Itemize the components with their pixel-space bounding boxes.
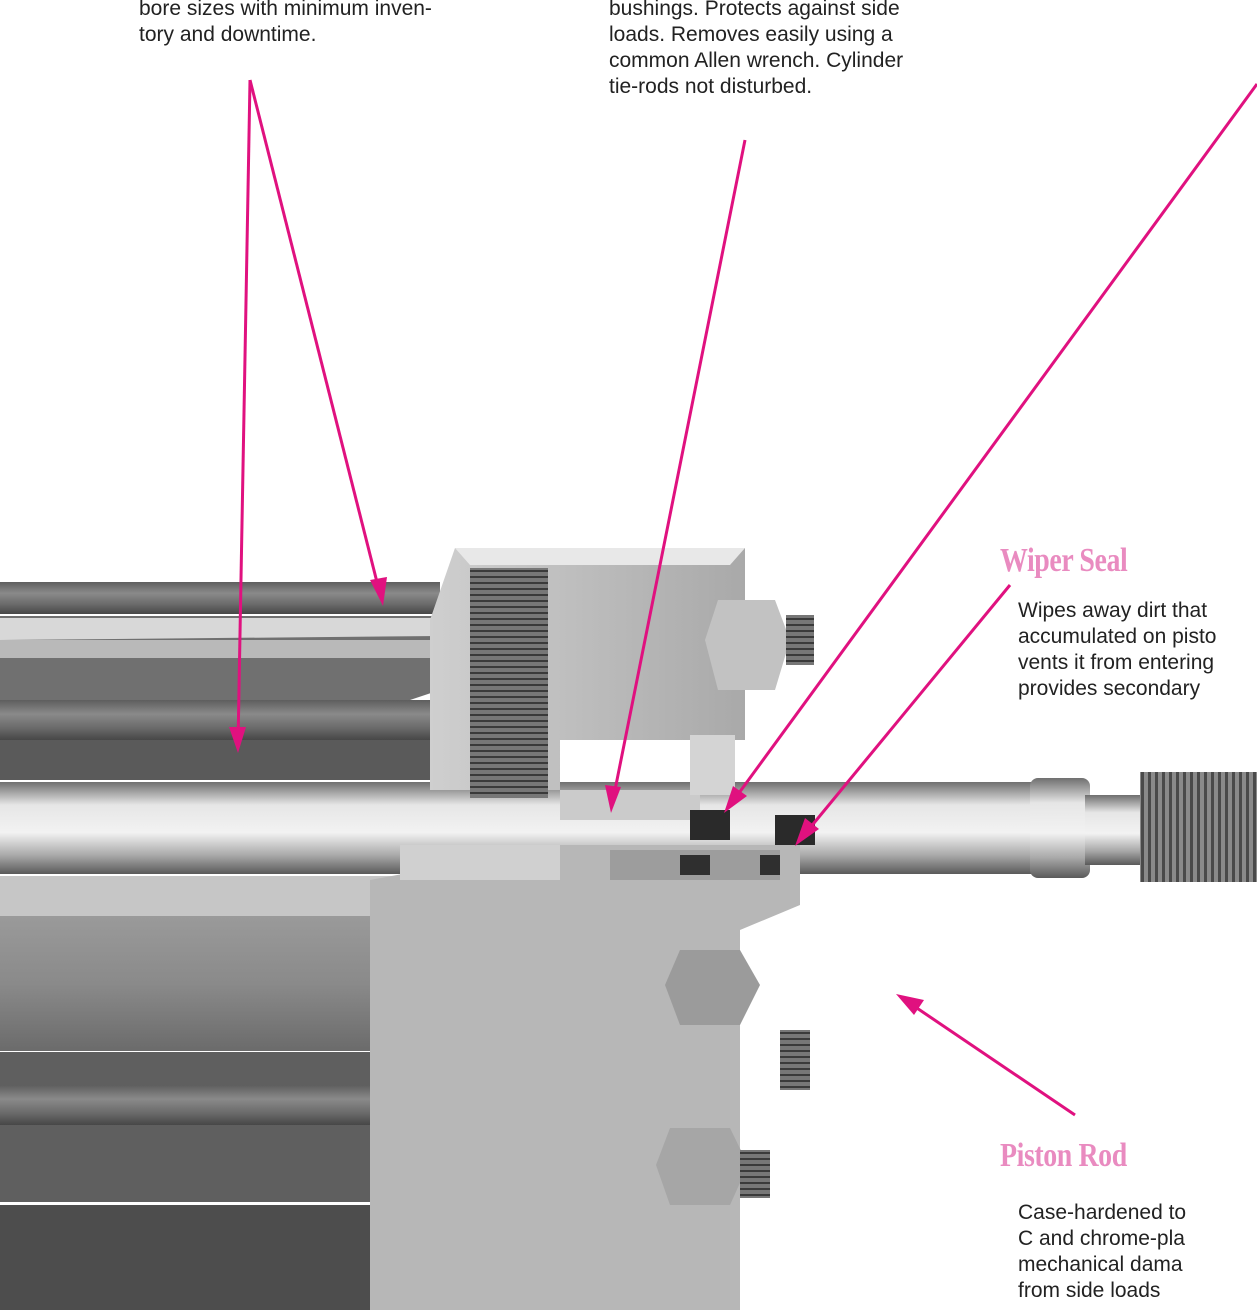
bushing-description-line-2: loads. Removes easily using a [609, 23, 893, 46]
piston-rod-line-1: Case-hardened to [1018, 1201, 1187, 1224]
bushing-description-line-1: bushings. Protects against side [609, 0, 900, 20]
wiper-seal-line-4: provides secondary [1018, 677, 1201, 700]
bushing-description-line-4: tie-rods not disturbed. [609, 75, 813, 98]
bushing-description: bushings. Protects against side loads. R… [609, 0, 903, 100]
piston-rod-line-3: mechanical dama [1018, 1253, 1183, 1276]
piston-rod-heading: Piston Rod [1000, 1137, 1127, 1174]
wiper-seal-description: Wipes away dirt that accumulated on pist… [1018, 598, 1216, 702]
wiper-seal-line-2: accumulated on pisto [1018, 625, 1217, 648]
piston-rod-line-4: from side loads [1018, 1279, 1161, 1302]
tube-description-line-2: tory and downtime. [139, 23, 317, 46]
piston-rod-description: Case-hardened to C and chrome-pla mechan… [1018, 1200, 1186, 1304]
wiper-seal-heading: Wiper Seal [1000, 542, 1128, 579]
tube-description: bore sizes with minimum inven- tory and … [139, 0, 432, 48]
tube-description-line-1: bore sizes with minimum inven- [139, 0, 432, 20]
wiper-seal-line-1: Wipes away dirt that [1018, 599, 1208, 622]
callout-arrowheads [229, 577, 924, 1015]
wiper-seal-line-3: vents it from entering [1018, 651, 1215, 674]
bushing-description-line-3: common Allen wrench. Cylinder [609, 49, 904, 72]
piston-rod-line-2: C and chrome-pla [1018, 1227, 1185, 1250]
callout-arrows [236, 79, 1257, 1117]
